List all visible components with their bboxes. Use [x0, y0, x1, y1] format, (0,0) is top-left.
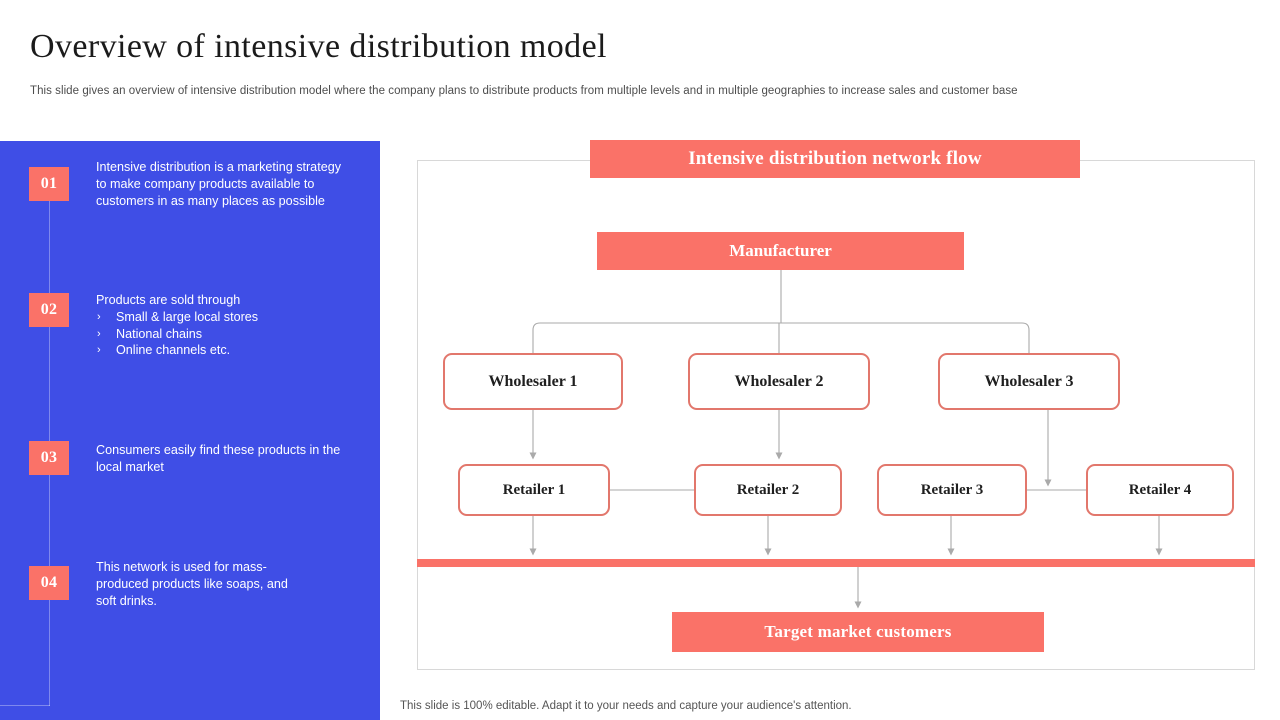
chevron-right-icon: › — [97, 327, 101, 340]
page-title: Overview of intensive distribution model — [30, 28, 607, 65]
chevron-right-icon: › — [97, 310, 101, 323]
node-retailer-4[interactable]: Retailer 4 — [1086, 464, 1234, 516]
node-wholesaler-3[interactable]: Wholesaler 3 — [938, 353, 1120, 410]
node-manufacturer[interactable]: Manufacturer — [597, 232, 964, 270]
point-text-02-lead: Products are sold through — [96, 293, 241, 307]
node-wholesaler-2[interactable]: Wholesaler 2 — [688, 353, 870, 410]
list-item: ›National chains — [97, 326, 203, 341]
page-subtitle: This slide gives an overview of intensiv… — [30, 85, 1018, 97]
point-02-bullet-list: ›Small & large local stores ›National ch… — [96, 309, 346, 359]
node-retailer-3[interactable]: Retailer 3 — [877, 464, 1027, 516]
point-badge-04: 04 — [29, 566, 69, 600]
timeline-connector-line — [49, 170, 50, 706]
point-badge-02: 02 — [29, 293, 69, 327]
left-info-panel — [0, 141, 380, 720]
timeline-foot-line — [0, 705, 50, 706]
chevron-right-icon: › — [97, 344, 101, 357]
node-retailer-2[interactable]: Retailer 2 — [694, 464, 842, 516]
market-divider-bar — [417, 559, 1255, 567]
node-retailer-1[interactable]: Retailer 1 — [458, 464, 610, 516]
point-badge-01: 01 — [29, 167, 69, 201]
flow-banner-title: Intensive distribution network flow — [590, 140, 1080, 178]
point-badge-03: 03 — [29, 441, 69, 475]
footer-note: This slide is 100% editable. Adapt it to… — [400, 700, 852, 712]
node-target-market-customers[interactable]: Target market customers — [672, 612, 1044, 652]
point-text-01: Intensive distribution is a marketing st… — [96, 160, 341, 208]
list-item: ›Small & large local stores — [97, 309, 259, 324]
point-text-03: Consumers easily find these products in … — [96, 443, 341, 474]
point-text-04: This network is used for mass-produced p… — [96, 560, 288, 608]
node-wholesaler-1[interactable]: Wholesaler 1 — [443, 353, 623, 410]
point-text-02: Products are sold through ›Small & large… — [96, 292, 346, 359]
list-item: ›Online channels etc. — [97, 343, 231, 358]
